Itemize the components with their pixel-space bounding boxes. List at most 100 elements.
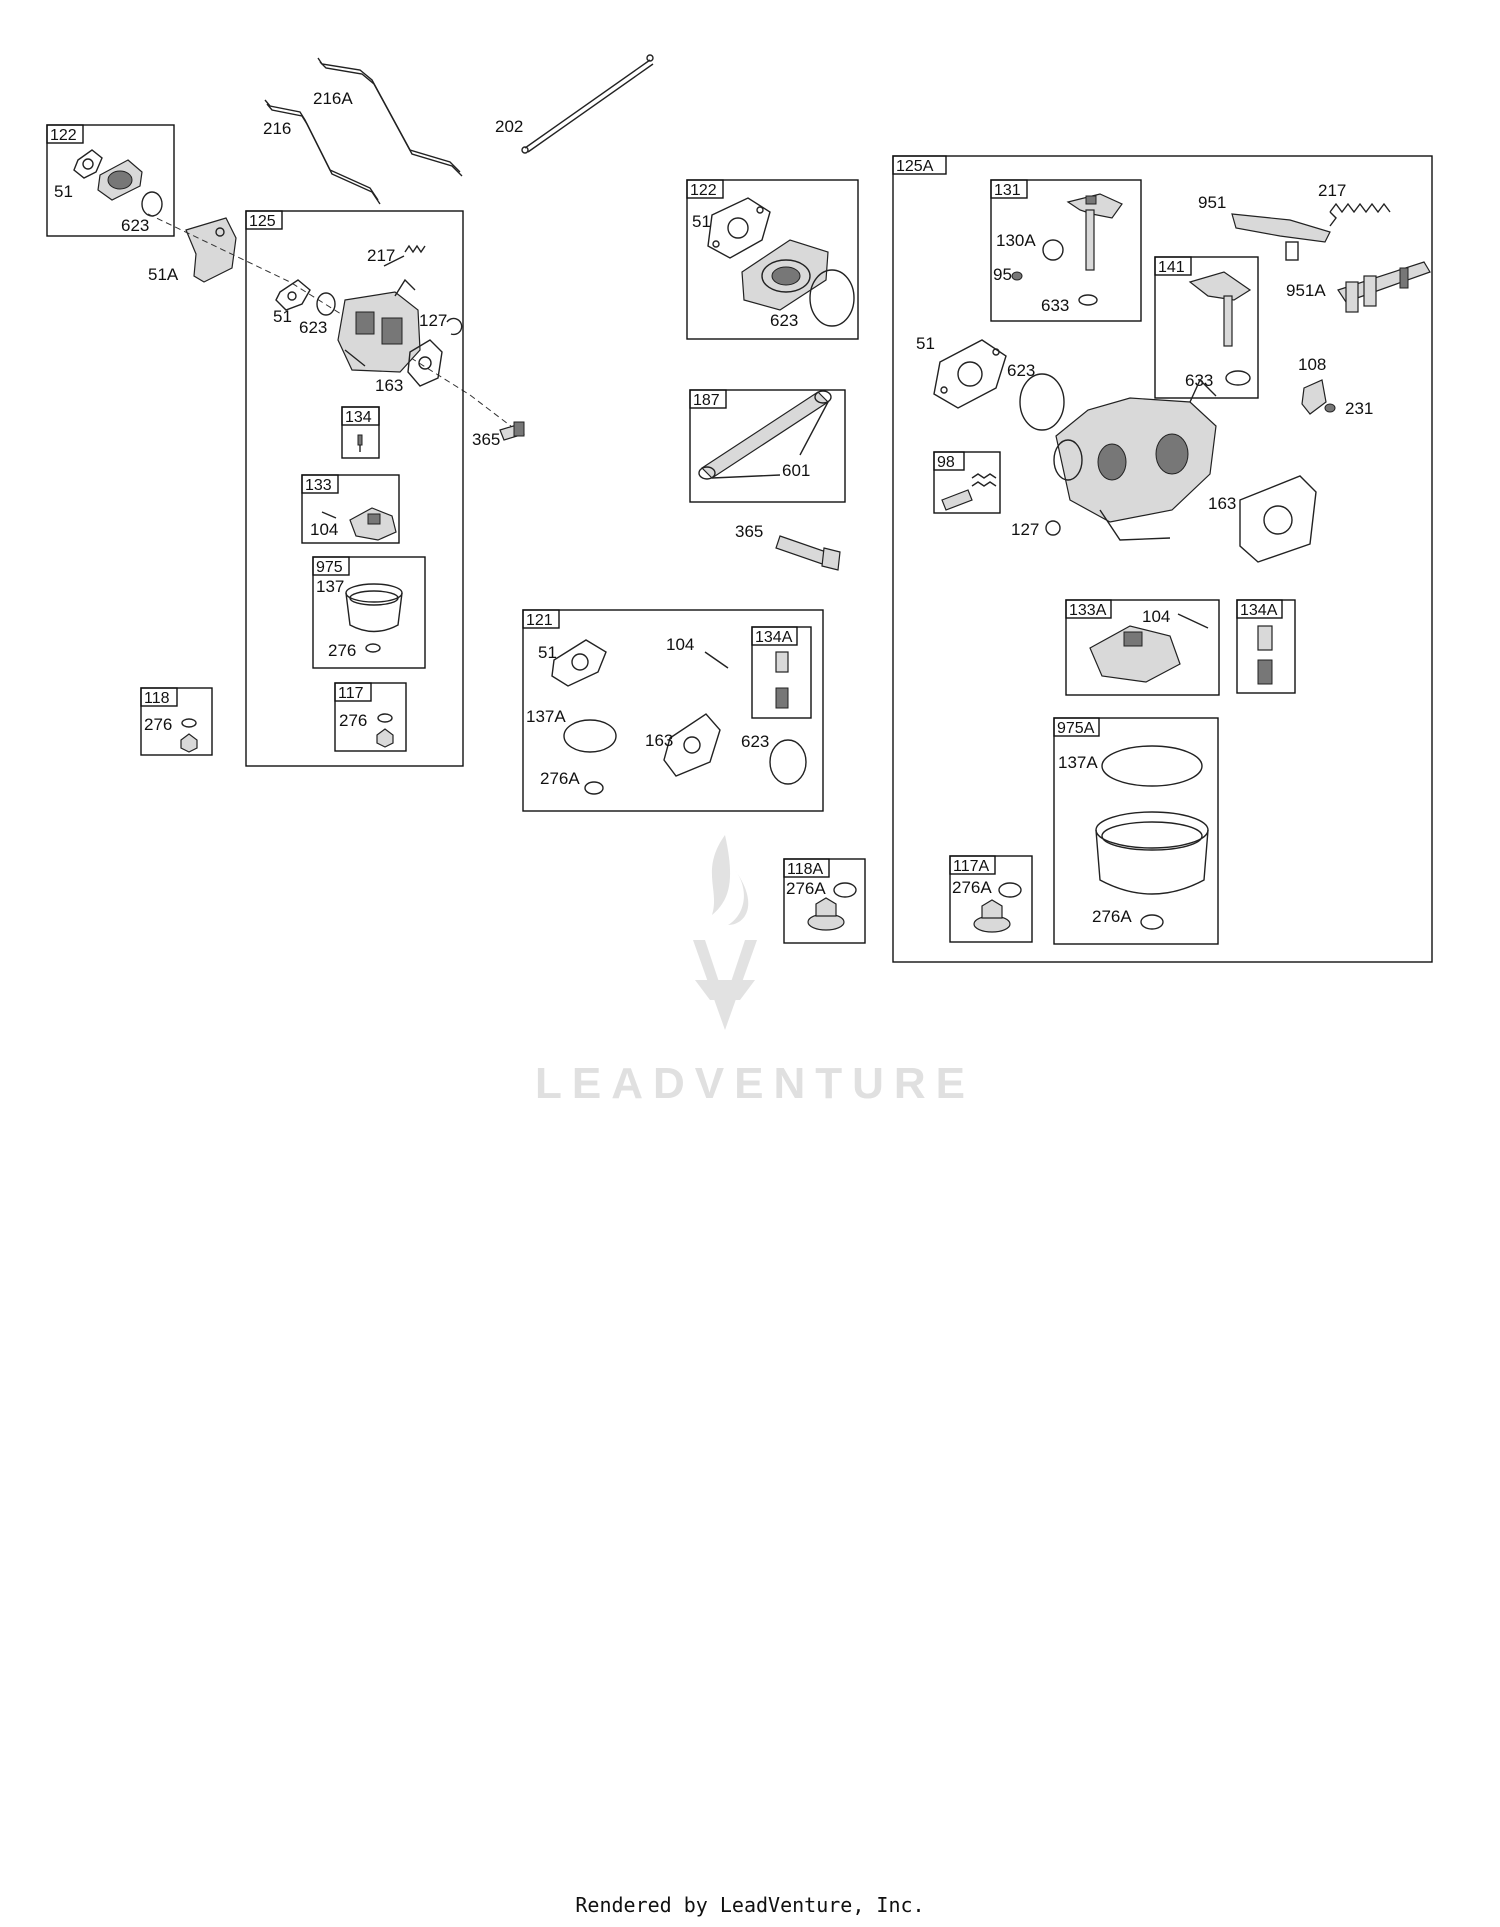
callout-601[interactable]: 601 (782, 461, 810, 480)
callout-51-121[interactable]: 51 (538, 643, 557, 662)
seal-633-141[interactable] (1225, 370, 1251, 386)
idle-screw-98[interactable] (941, 473, 997, 511)
callout-217-right[interactable]: 217 (1318, 181, 1346, 200)
o-ring-623-125[interactable] (316, 292, 336, 316)
bracket-951A[interactable] (1337, 261, 1431, 313)
o-ring-127-125[interactable] (446, 317, 463, 336)
washer-276A-117A[interactable] (998, 882, 1022, 898)
o-ring-137A-975A[interactable] (1101, 745, 1203, 787)
screw-231[interactable] (1324, 403, 1336, 413)
spring-217-right[interactable] (1329, 202, 1391, 227)
kit-label-121[interactable]: 121 (526, 612, 553, 629)
callout-623-121[interactable]: 623 (741, 732, 769, 751)
callout-51-125[interactable]: 51 (273, 307, 292, 326)
kit-label-134[interactable]: 134 (345, 409, 372, 426)
callout-365[interactable]: 365 (472, 430, 500, 449)
kit-label-975A[interactable]: 975A (1057, 720, 1095, 737)
kit-label-125[interactable]: 125 (249, 213, 276, 230)
callout-216A[interactable]: 216A (313, 89, 353, 108)
plate-108[interactable] (1301, 379, 1327, 415)
kit-label-125A[interactable]: 125A (896, 158, 934, 175)
callout-276A-118A[interactable]: 276A (786, 879, 826, 898)
o-ring-127-125A[interactable] (1045, 520, 1061, 536)
fuel-line-601[interactable] (698, 390, 832, 480)
callout-127[interactable]: 127 (419, 311, 447, 330)
kit-label-131[interactable]: 131 (994, 182, 1021, 199)
o-ring-623-center[interactable] (809, 269, 855, 327)
needle-valve-134[interactable] (357, 434, 363, 452)
callout-137[interactable]: 137 (316, 577, 344, 596)
spacer-assembly-left[interactable] (97, 159, 143, 201)
carburetor-125[interactable] (337, 278, 421, 373)
callout-276-117[interactable]: 276 (339, 711, 367, 730)
kit-label-134A[interactable]: 134A (1240, 602, 1278, 619)
spacer-assembly-center[interactable] (741, 239, 829, 311)
spring-217-left[interactable] (383, 244, 426, 267)
callout-137A-121[interactable]: 137A (526, 707, 566, 726)
kit-label-98[interactable]: 98 (937, 454, 955, 471)
bowl-nut-118[interactable] (180, 733, 198, 753)
screw-95[interactable] (1011, 271, 1023, 281)
callout-276-975[interactable]: 276 (328, 641, 356, 660)
callout-163[interactable]: 163 (375, 376, 403, 395)
callout-127-125A[interactable]: 127 (1011, 520, 1039, 539)
bowl-nut-117[interactable] (376, 728, 394, 748)
gasket-51-125A[interactable] (933, 339, 1007, 409)
washer-276A-121[interactable] (584, 781, 604, 795)
callout-951A[interactable]: 951A (1286, 281, 1326, 300)
washer-276A-975A[interactable] (1140, 914, 1164, 930)
choke-plate-130A[interactable] (1042, 239, 1064, 261)
gasket-163-125A[interactable] (1239, 475, 1317, 563)
governor-lever-951[interactable] (1231, 213, 1331, 261)
seal-633-131[interactable] (1078, 294, 1098, 306)
washer-276-117[interactable] (377, 713, 393, 723)
callout-108[interactable]: 108 (1298, 355, 1326, 374)
kit-label-122-left[interactable]: 122 (50, 127, 77, 144)
washer-276A-118A[interactable] (833, 882, 857, 898)
callout-623-center[interactable]: 623 (770, 311, 798, 330)
callout-231[interactable]: 231 (1345, 399, 1373, 418)
pin-104-133[interactable] (321, 511, 337, 519)
washer-276-975[interactable] (365, 643, 381, 653)
rod-216[interactable] (264, 99, 381, 205)
rod-216A[interactable] (317, 57, 463, 177)
callout-276A-121[interactable]: 276A (540, 769, 580, 788)
kit-label-134A-121[interactable]: 134A (755, 629, 793, 646)
needle-valve-134A-121[interactable] (775, 651, 789, 709)
callout-104-133A[interactable]: 104 (1142, 607, 1170, 626)
kit-label-122-center[interactable]: 122 (690, 182, 717, 199)
callout-217[interactable]: 217 (367, 246, 395, 265)
gasket-163-125[interactable] (407, 339, 443, 387)
washer-276-118[interactable] (181, 718, 197, 728)
kit-label-117[interactable]: 117 (338, 685, 364, 702)
o-ring-137A-121[interactable] (563, 719, 617, 753)
gasket-51-121[interactable] (551, 639, 607, 687)
callout-163-125A[interactable]: 163 (1208, 494, 1236, 513)
callout-51-125A[interactable]: 51 (916, 334, 935, 353)
float-133A[interactable] (1089, 625, 1181, 683)
bowl-nut-118A[interactable] (807, 897, 845, 931)
choke-shaft-131[interactable] (1066, 193, 1123, 271)
callout-276A-975A[interactable]: 276A (1092, 907, 1132, 926)
gasket-51-left[interactable] (73, 149, 103, 179)
kit-label-187[interactable]: 187 (693, 392, 720, 409)
bowl-nut-117A[interactable] (973, 899, 1011, 933)
kit-label-133[interactable]: 133 (305, 477, 332, 494)
kit-label-975[interactable]: 975 (316, 559, 343, 576)
rod-202[interactable] (521, 54, 654, 154)
callout-202[interactable]: 202 (495, 117, 523, 136)
callout-163-121[interactable]: 163 (645, 731, 673, 750)
kit-label-133A[interactable]: 133A (1069, 602, 1107, 619)
callout-365-center[interactable]: 365 (735, 522, 763, 541)
callout-276-118[interactable]: 276 (144, 715, 172, 734)
o-ring-623-left[interactable] (141, 191, 163, 217)
carburetor-125A[interactable] (1053, 378, 1217, 541)
callout-51[interactable]: 51 (54, 182, 73, 201)
gasket-51-125[interactable] (275, 279, 311, 311)
callout-104-121[interactable]: 104 (666, 635, 694, 654)
gasket-163-121[interactable] (663, 713, 721, 777)
callout-623-125[interactable]: 623 (299, 318, 327, 337)
callout-623[interactable]: 623 (121, 216, 149, 235)
bolt-365-left[interactable] (499, 421, 525, 441)
float-bowl-975A[interactable] (1095, 811, 1209, 895)
